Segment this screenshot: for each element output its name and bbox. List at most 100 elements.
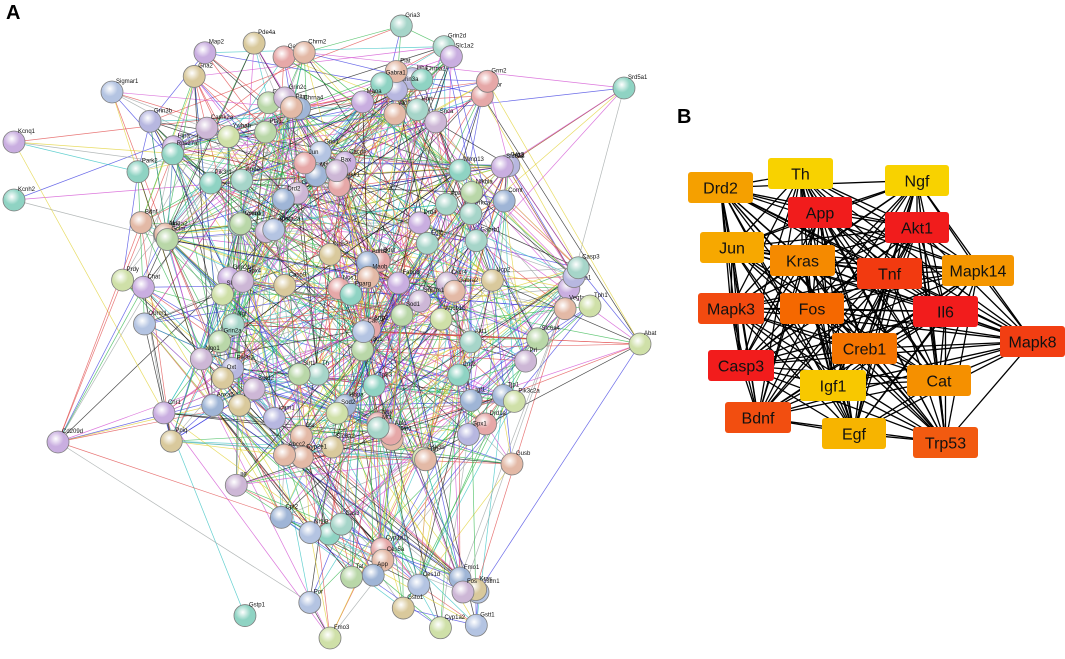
hub-node-trp53: Trp53 [913,427,978,458]
network-node-label: Drd4 [423,210,437,216]
network-node-label: Ces5a [387,547,405,553]
network-node-label: Map2 [209,40,225,46]
network-node-label: Abcc2 [288,442,305,448]
network-edge [304,52,624,88]
network-node-label: Pik3r1 [215,170,233,176]
network-node-label: Maob [372,264,388,270]
hub-node-label: Kras [786,254,819,271]
network-node: Il6 [225,472,247,496]
network-node-label: Fmo1 [464,565,480,571]
network-node-label: Pde4a [258,30,276,36]
hub-node-label: Cat [927,374,952,391]
network-node-label: Sod2 [341,400,356,406]
hub-node-label: Drd2 [703,181,738,198]
network-node-label: Creb1 [245,211,262,217]
network-node-label: Anxa5 [217,392,235,398]
network-node: Kcnh2 [3,187,36,211]
network-node-label: Cyp1a2 [444,615,465,621]
network-node-label: Cnr2 [463,362,477,368]
network-node-label: Setd2 [258,376,274,382]
network-node-label: Maoa [367,89,383,95]
hub-node-th: Th [768,158,833,189]
hub-node-label: Ngf [905,174,930,191]
network-node-label: Mt1 [382,415,393,421]
network-node-label: Gsto1 [407,595,424,601]
network-node-label: Il6 [240,472,247,478]
network-node: Gstp1 [234,603,266,627]
network-node: Sigmar1 [101,79,139,103]
network-node-label: Fmo3 [334,625,350,631]
network-node-label: Nos2 [334,241,349,247]
network-edge [58,154,173,442]
network-node-label: Egf1 [431,230,444,236]
network-node-label: Fos [467,579,477,585]
hub-node-ngf: Ngf [885,165,949,196]
network-node-label: Chrna2 [426,67,446,73]
network-node-label: Gabra2 [458,278,479,284]
network-node-label: Grin1 [324,139,339,145]
hub-node-label: Akt1 [901,221,933,238]
network-node-label: Pik3c2a [518,388,540,394]
network-edge [507,166,574,276]
network-node-label: Pik3r2 [237,355,255,361]
network-node: Gsto1 [392,595,424,619]
network-node-label: Ucp2 [496,267,511,273]
network-node-label: Mmp13 [464,157,485,163]
network-node-label: Akt1 [475,329,488,335]
network-node: Park2 [127,159,158,183]
network-edge [504,201,514,401]
network-node: Ces1d [408,572,440,596]
network-node-label: Kcnq1 [18,129,36,135]
network-node-label: Hprt [421,97,433,103]
hub-node-label: Igf1 [820,379,847,396]
hub-node-creb1: Creb1 [832,333,897,364]
network-node-label: Cd209d [62,429,83,435]
network-node: Fmo3 [319,625,350,649]
network-edge [205,47,444,53]
network-node-label: Park2 [142,159,158,165]
network-node: Grm2 [476,68,507,92]
network-node-label: Cxcr4 [451,270,467,276]
network-node-label: Slc6a2 [336,434,355,440]
network-node-label: Grin2d [448,34,466,40]
network-node-label: Nfkbia [476,179,494,185]
hub-node-fos: Fos [780,293,844,324]
hub-node-label: Mapk3 [707,302,755,319]
network-node-label: Ces1d [423,572,440,578]
network-node: Grin3b [139,108,173,132]
network-node-label: Nr1i3 [314,520,329,526]
hub-node-bdnf: Bdnf [725,402,791,433]
hub-node-label: Fos [799,302,826,319]
network-edge [58,287,143,442]
network-node-label: Ywhah [233,124,251,130]
string-network: Grin3bPde4aItih4Chrnb2Chrna2Grin3aGrin2d… [0,0,670,654]
hub-node-label: Il6 [937,305,954,322]
network-node-label: Hipa [177,134,190,140]
network-node-label: Gabra1 [386,71,407,77]
network-node-label: Comt [508,188,523,194]
hub-node-drd2: Drd2 [688,172,753,203]
network-node-label: Cyp2e1 [306,444,327,450]
network-node-label: Bax [341,158,351,164]
network-node-label: Grin2c [289,85,307,91]
network-node-label: Cacdn [349,149,366,155]
hub-node-label: Mapk14 [950,264,1007,281]
network-node: Rps27a [162,141,198,165]
network-node-label: Por [314,589,323,595]
network-node-label: Grin2a [224,329,243,335]
network-node-label: Gsr [305,423,315,429]
network-node-label: Gria3 [405,13,420,19]
hub-node-label: Egf [842,427,867,444]
network-node-label: Cnr1 [168,400,182,406]
network-node: Prl [515,348,537,372]
network-node-label: Grm2 [491,68,507,74]
hub-node-il6: Il6 [913,296,978,327]
network-edge [58,442,281,517]
network-node-label: Abat [644,331,657,337]
network-node: Srd5a1 [613,75,648,99]
network-node-label: Gstt1 [480,612,495,618]
network-node: Comt [493,188,523,212]
network-node-label: Hopa [349,392,364,398]
network-node-label: Plat [400,58,411,64]
network-node-label: Tnf [430,447,439,453]
